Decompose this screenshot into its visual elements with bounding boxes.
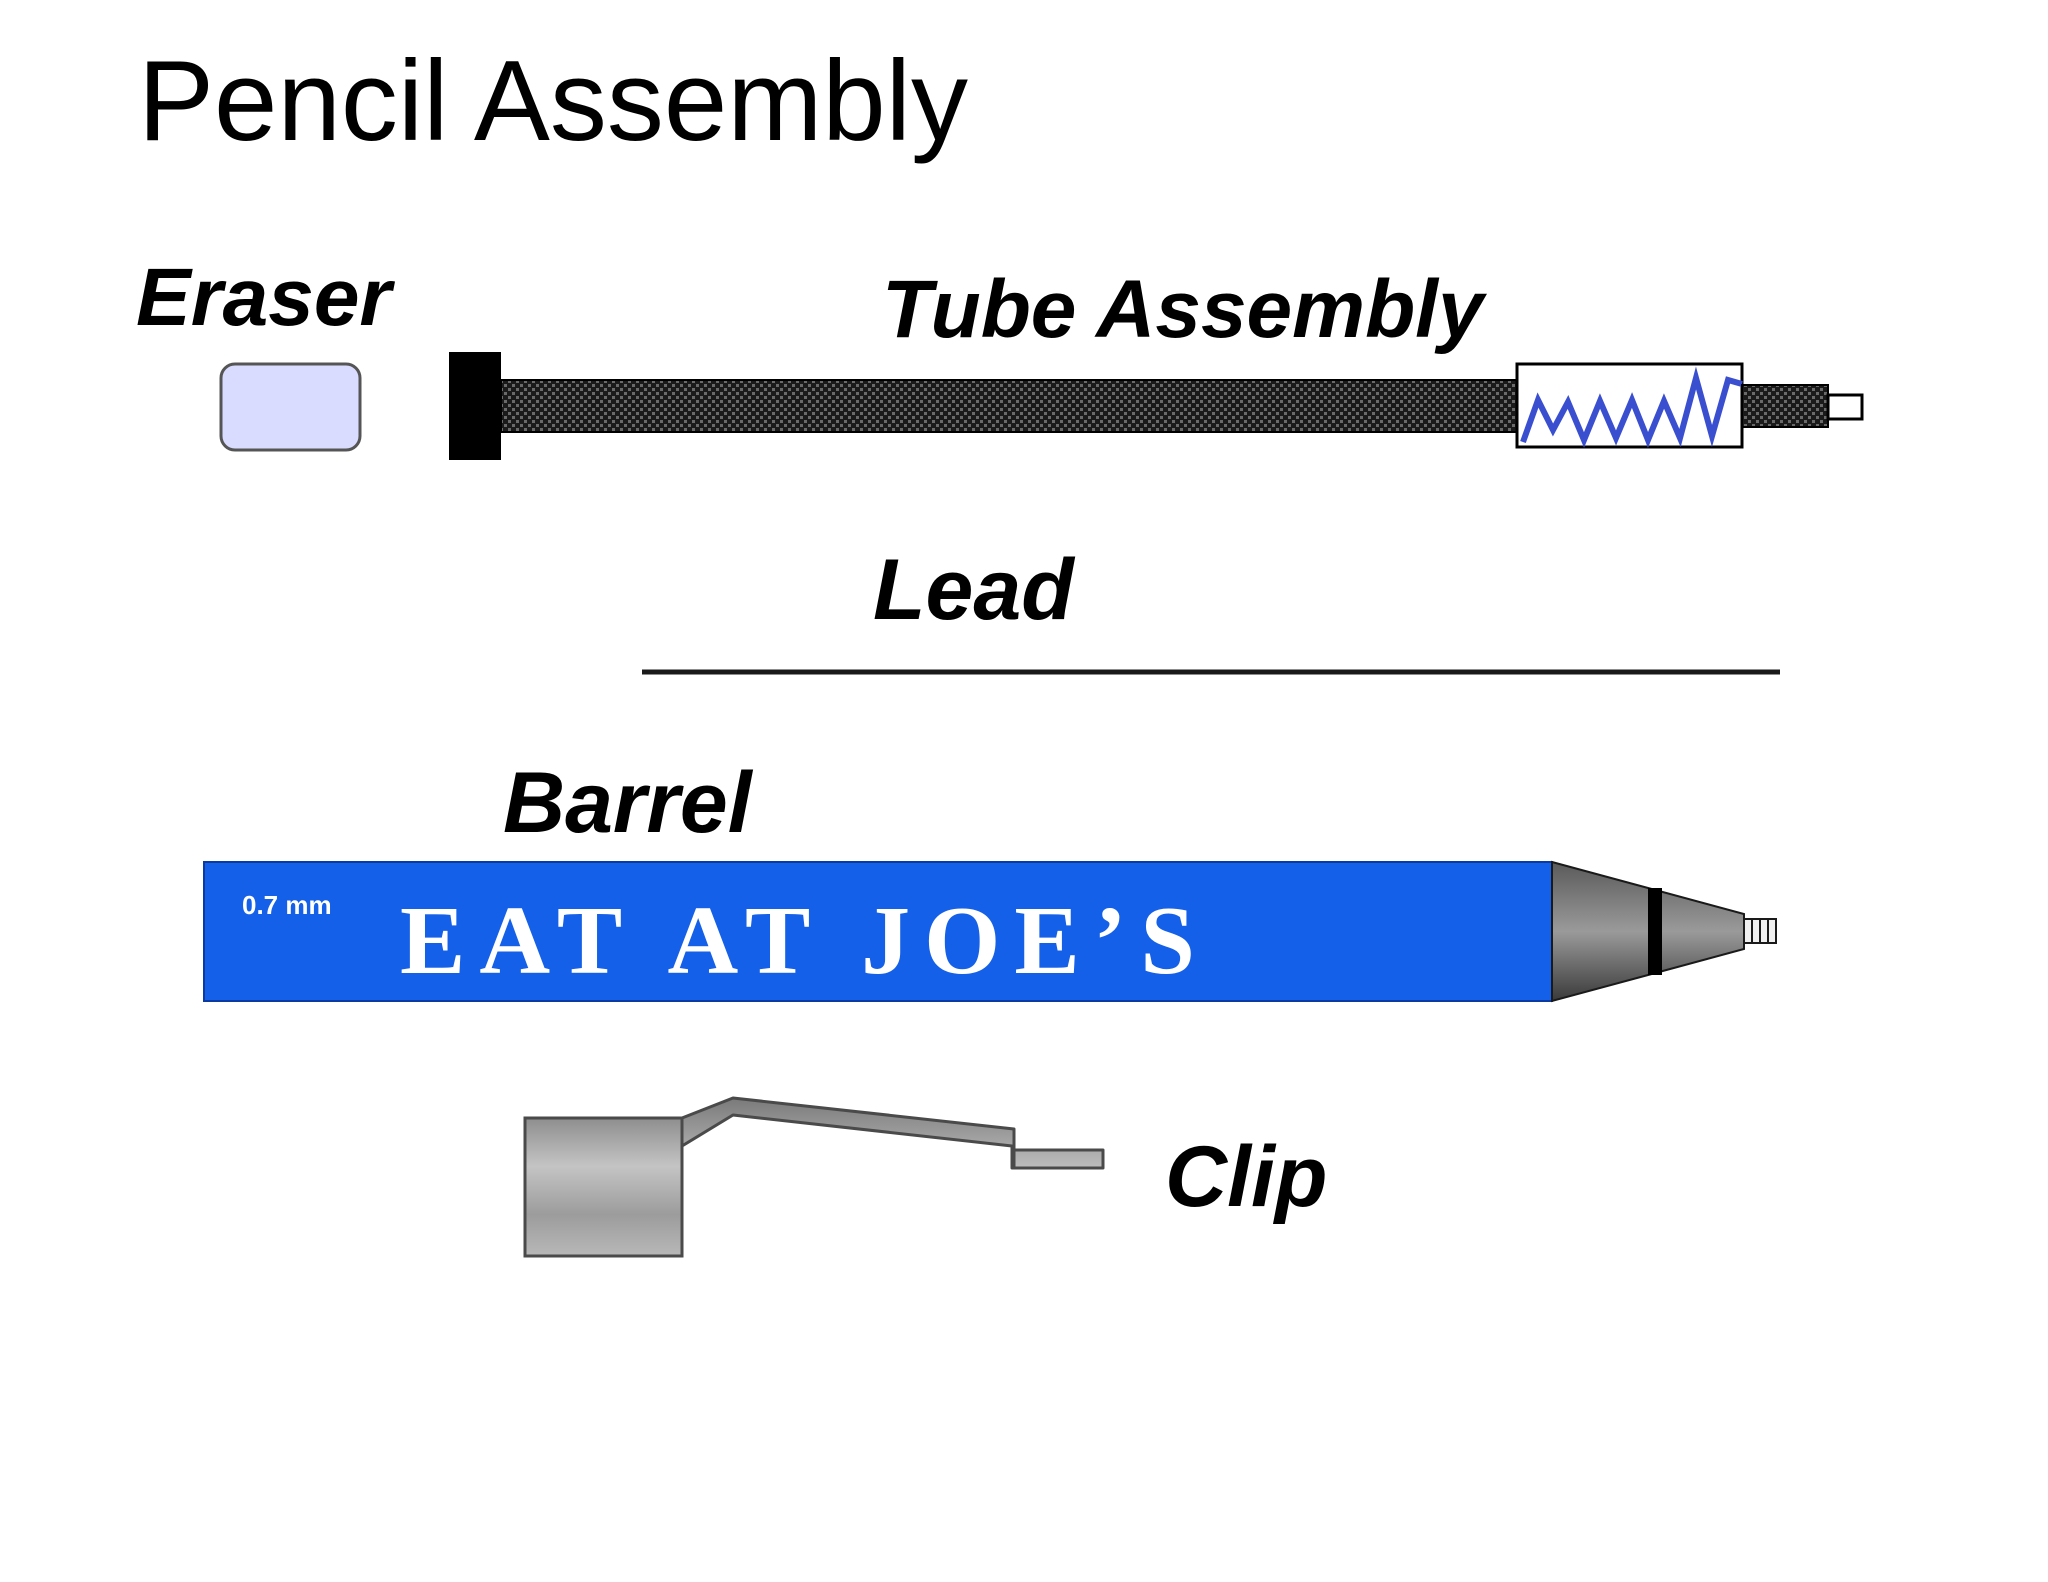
eraser-block bbox=[219, 362, 362, 452]
clip-arm bbox=[680, 1096, 1105, 1170]
clip-ring bbox=[523, 1116, 684, 1258]
tube-tip bbox=[1826, 393, 1864, 421]
tube-end-cap bbox=[449, 352, 501, 460]
page-title: Pencil Assembly bbox=[138, 38, 968, 165]
tube-assembly-part: Tube Assembly bbox=[449, 264, 1864, 460]
tube-front-section bbox=[1741, 384, 1829, 428]
barrel-part: Barrel 0.7 mm EAT AT JOE’S bbox=[203, 755, 1777, 1003]
eraser-part: Eraser bbox=[136, 252, 395, 452]
barrel-label: Barrel bbox=[503, 755, 754, 851]
tube-assembly-label: Tube Assembly bbox=[882, 264, 1488, 355]
eraser-label: Eraser bbox=[136, 252, 395, 343]
barrel-cone-band bbox=[1648, 888, 1662, 975]
lead-part: Lead bbox=[642, 542, 1780, 675]
spring-coil bbox=[1520, 366, 1743, 448]
clip-part: Clip bbox=[523, 1096, 1327, 1258]
clip-label: Clip bbox=[1165, 1129, 1327, 1225]
barrel-brand-text: EAT AT JOE’S bbox=[400, 887, 1209, 995]
barrel-size-label: 0.7 mm bbox=[242, 890, 332, 920]
barrel-body bbox=[203, 861, 1553, 1002]
lead-label: Lead bbox=[873, 542, 1075, 638]
tube-body bbox=[500, 379, 1518, 433]
